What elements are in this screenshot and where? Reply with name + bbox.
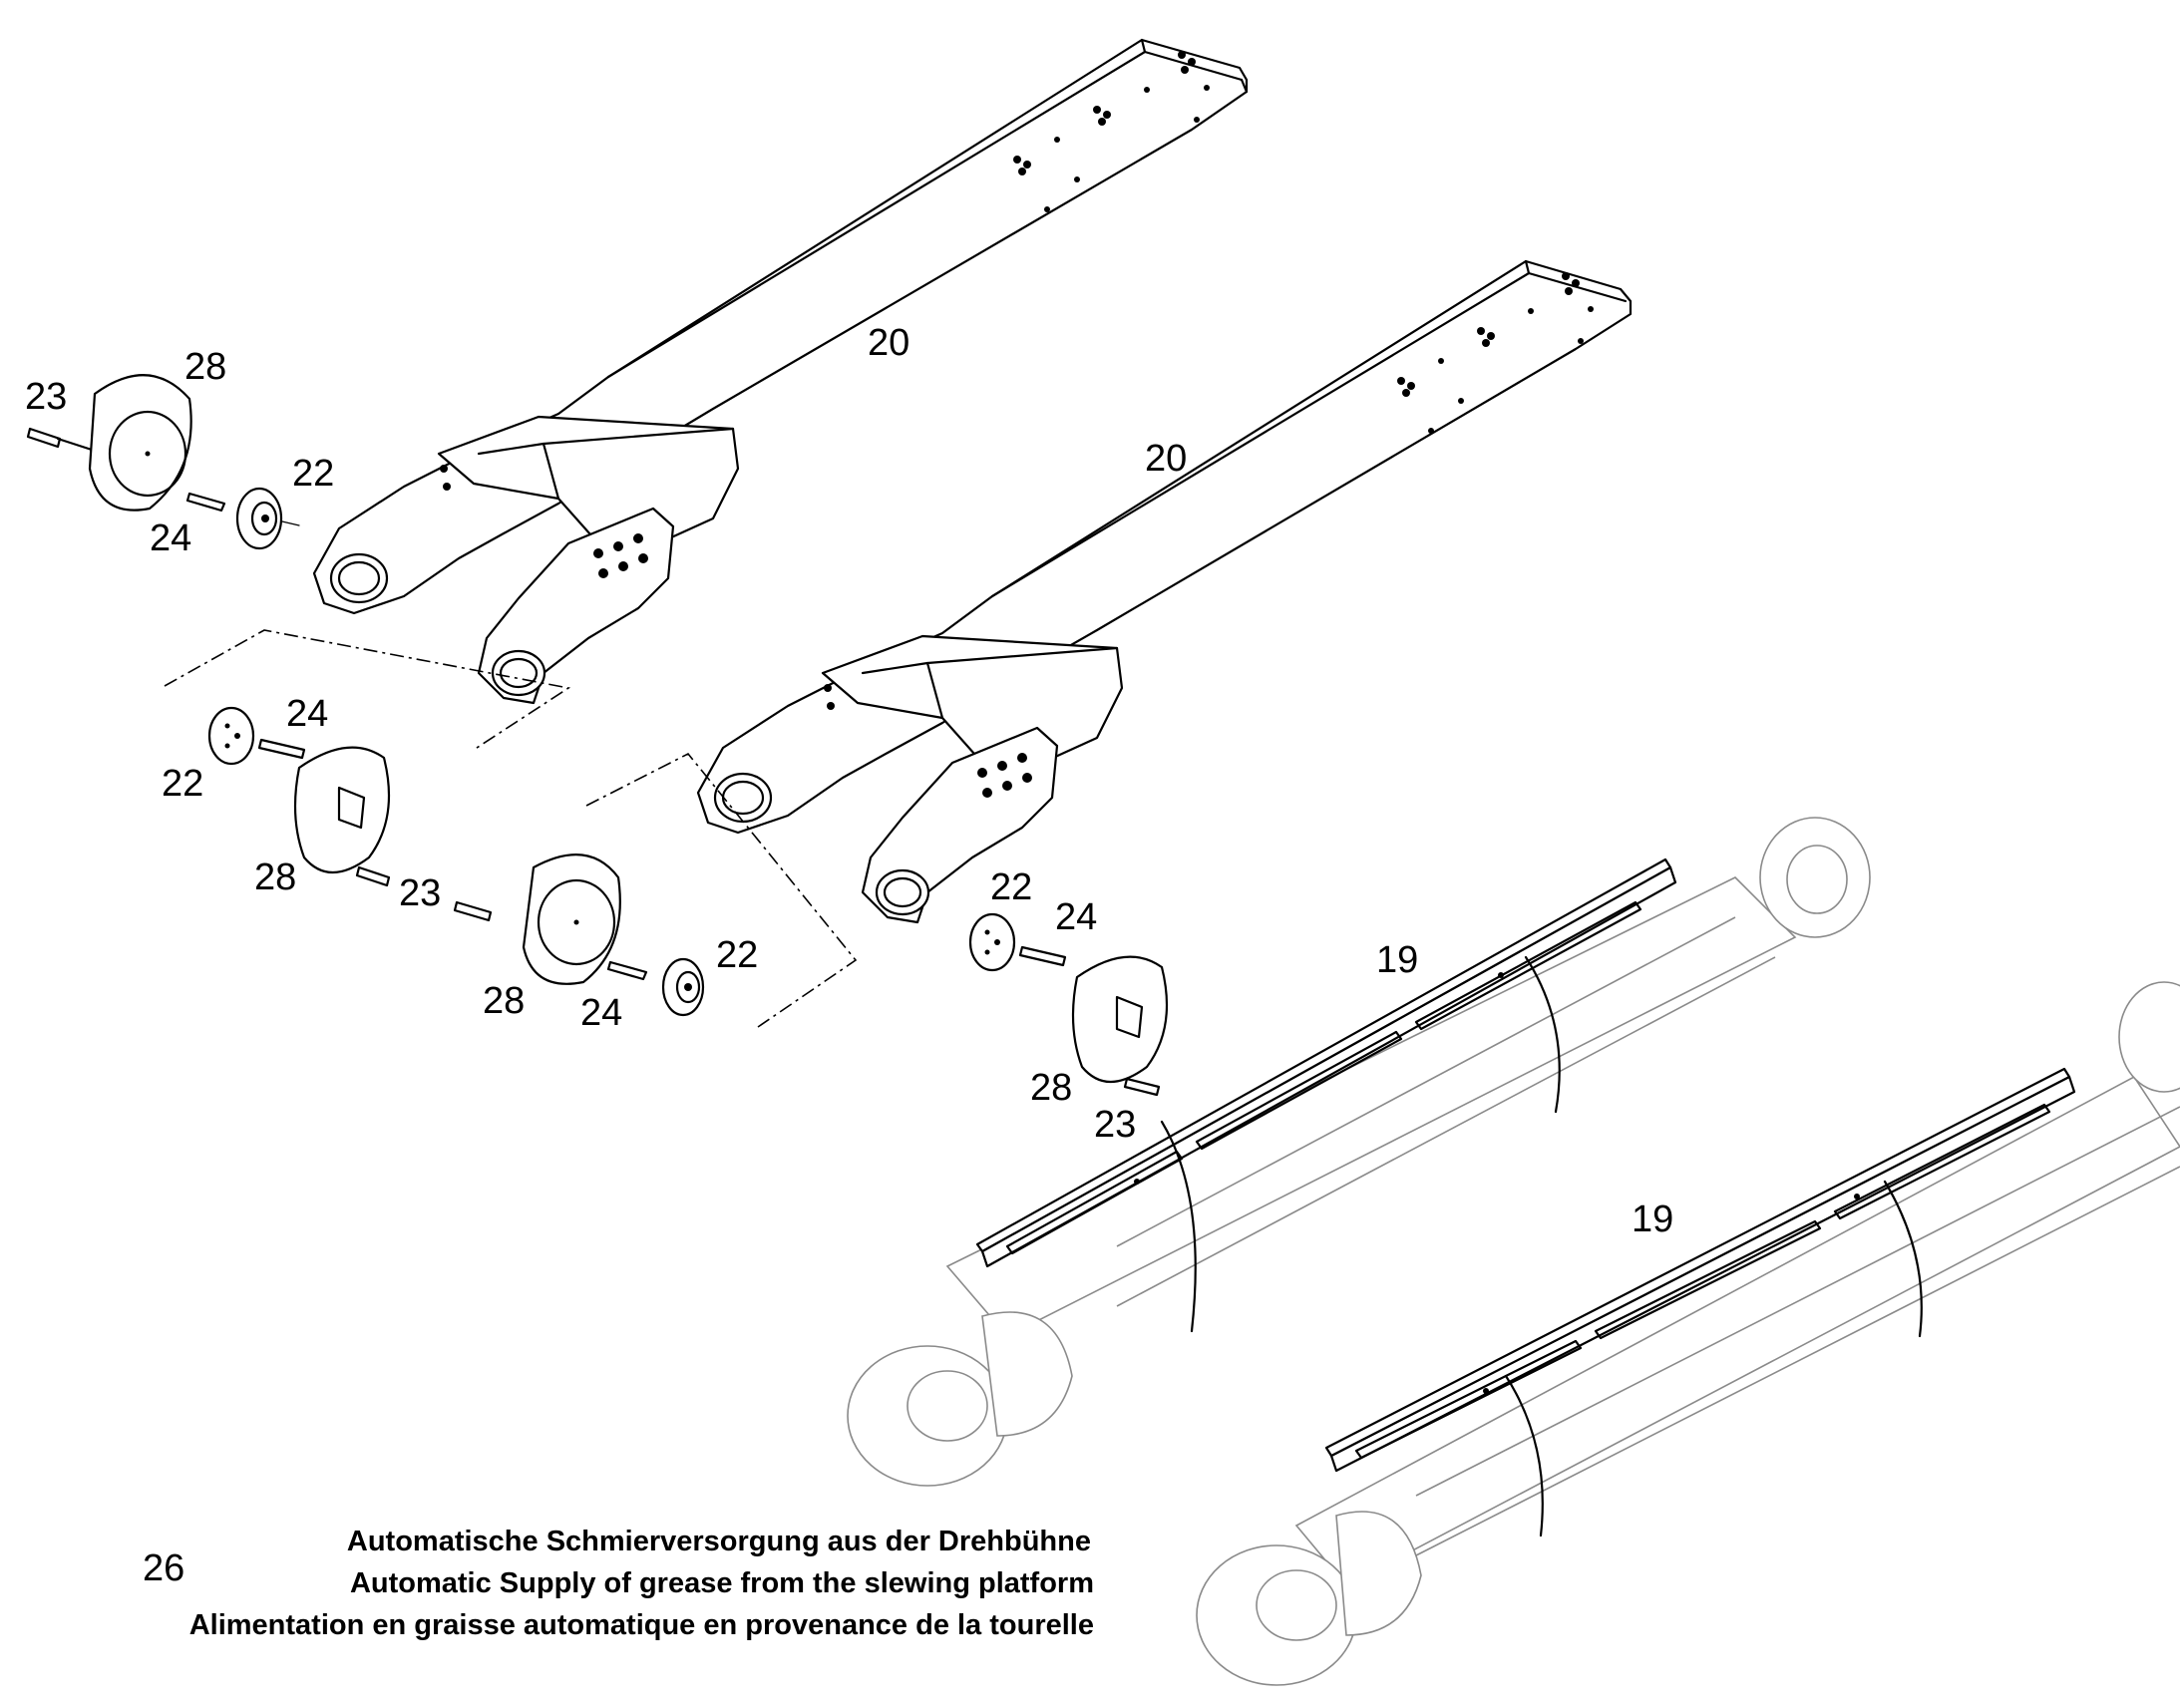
part-group-4 bbox=[968, 912, 1169, 1097]
callouts: 20 20 19 19 23 28 22 24 24 22 28 23 28 2… bbox=[25, 322, 1673, 1240]
caption-line-german: Automatische Schmierversorgung aus der D… bbox=[346, 1526, 1091, 1557]
callout-g2-bolt: 23 bbox=[399, 872, 441, 914]
callout-g2-screw: 24 bbox=[286, 693, 328, 735]
callout-cylinder-upper: 19 bbox=[1376, 939, 1418, 981]
lifting-arm-lower bbox=[696, 259, 1633, 924]
callout-g2-plate: 28 bbox=[254, 856, 296, 898]
callout-cylinder-lower: 19 bbox=[1632, 1198, 1673, 1240]
callout-g3-screw: 24 bbox=[580, 992, 622, 1034]
caption-line-english: Automatic Supply of grease from the slew… bbox=[349, 1567, 1094, 1599]
callout-g1-cap: 22 bbox=[292, 453, 334, 495]
callout-g1-cover: 28 bbox=[184, 346, 226, 388]
cylinder-upper bbox=[847, 817, 1871, 1487]
caption-line-french: Alimentation en graisse automatique en p… bbox=[188, 1609, 1094, 1641]
callout-g4-screw: 24 bbox=[1055, 896, 1097, 938]
cylinder-lower bbox=[1196, 981, 2180, 1686]
caption-item-number: 26 bbox=[143, 1547, 185, 1589]
part-group-2 bbox=[207, 706, 391, 887]
part-group-3 bbox=[453, 854, 705, 1017]
callout-g2-cap: 22 bbox=[162, 763, 203, 805]
part-group-1 bbox=[26, 374, 283, 550]
callout-g4-cap: 22 bbox=[990, 866, 1032, 908]
callout-g4-plate: 28 bbox=[1030, 1067, 1072, 1109]
lifting-arm-upper bbox=[312, 38, 1249, 705]
callout-arm-lower: 20 bbox=[1145, 438, 1187, 480]
callout-g1-screw: 24 bbox=[150, 517, 191, 559]
callout-g3-cover: 28 bbox=[483, 980, 525, 1022]
callout-g1-bolt: 23 bbox=[25, 376, 67, 418]
callout-arm-upper: 20 bbox=[868, 322, 909, 364]
callout-g3-cap: 22 bbox=[716, 934, 758, 976]
callout-g4-bolt: 23 bbox=[1094, 1104, 1136, 1146]
